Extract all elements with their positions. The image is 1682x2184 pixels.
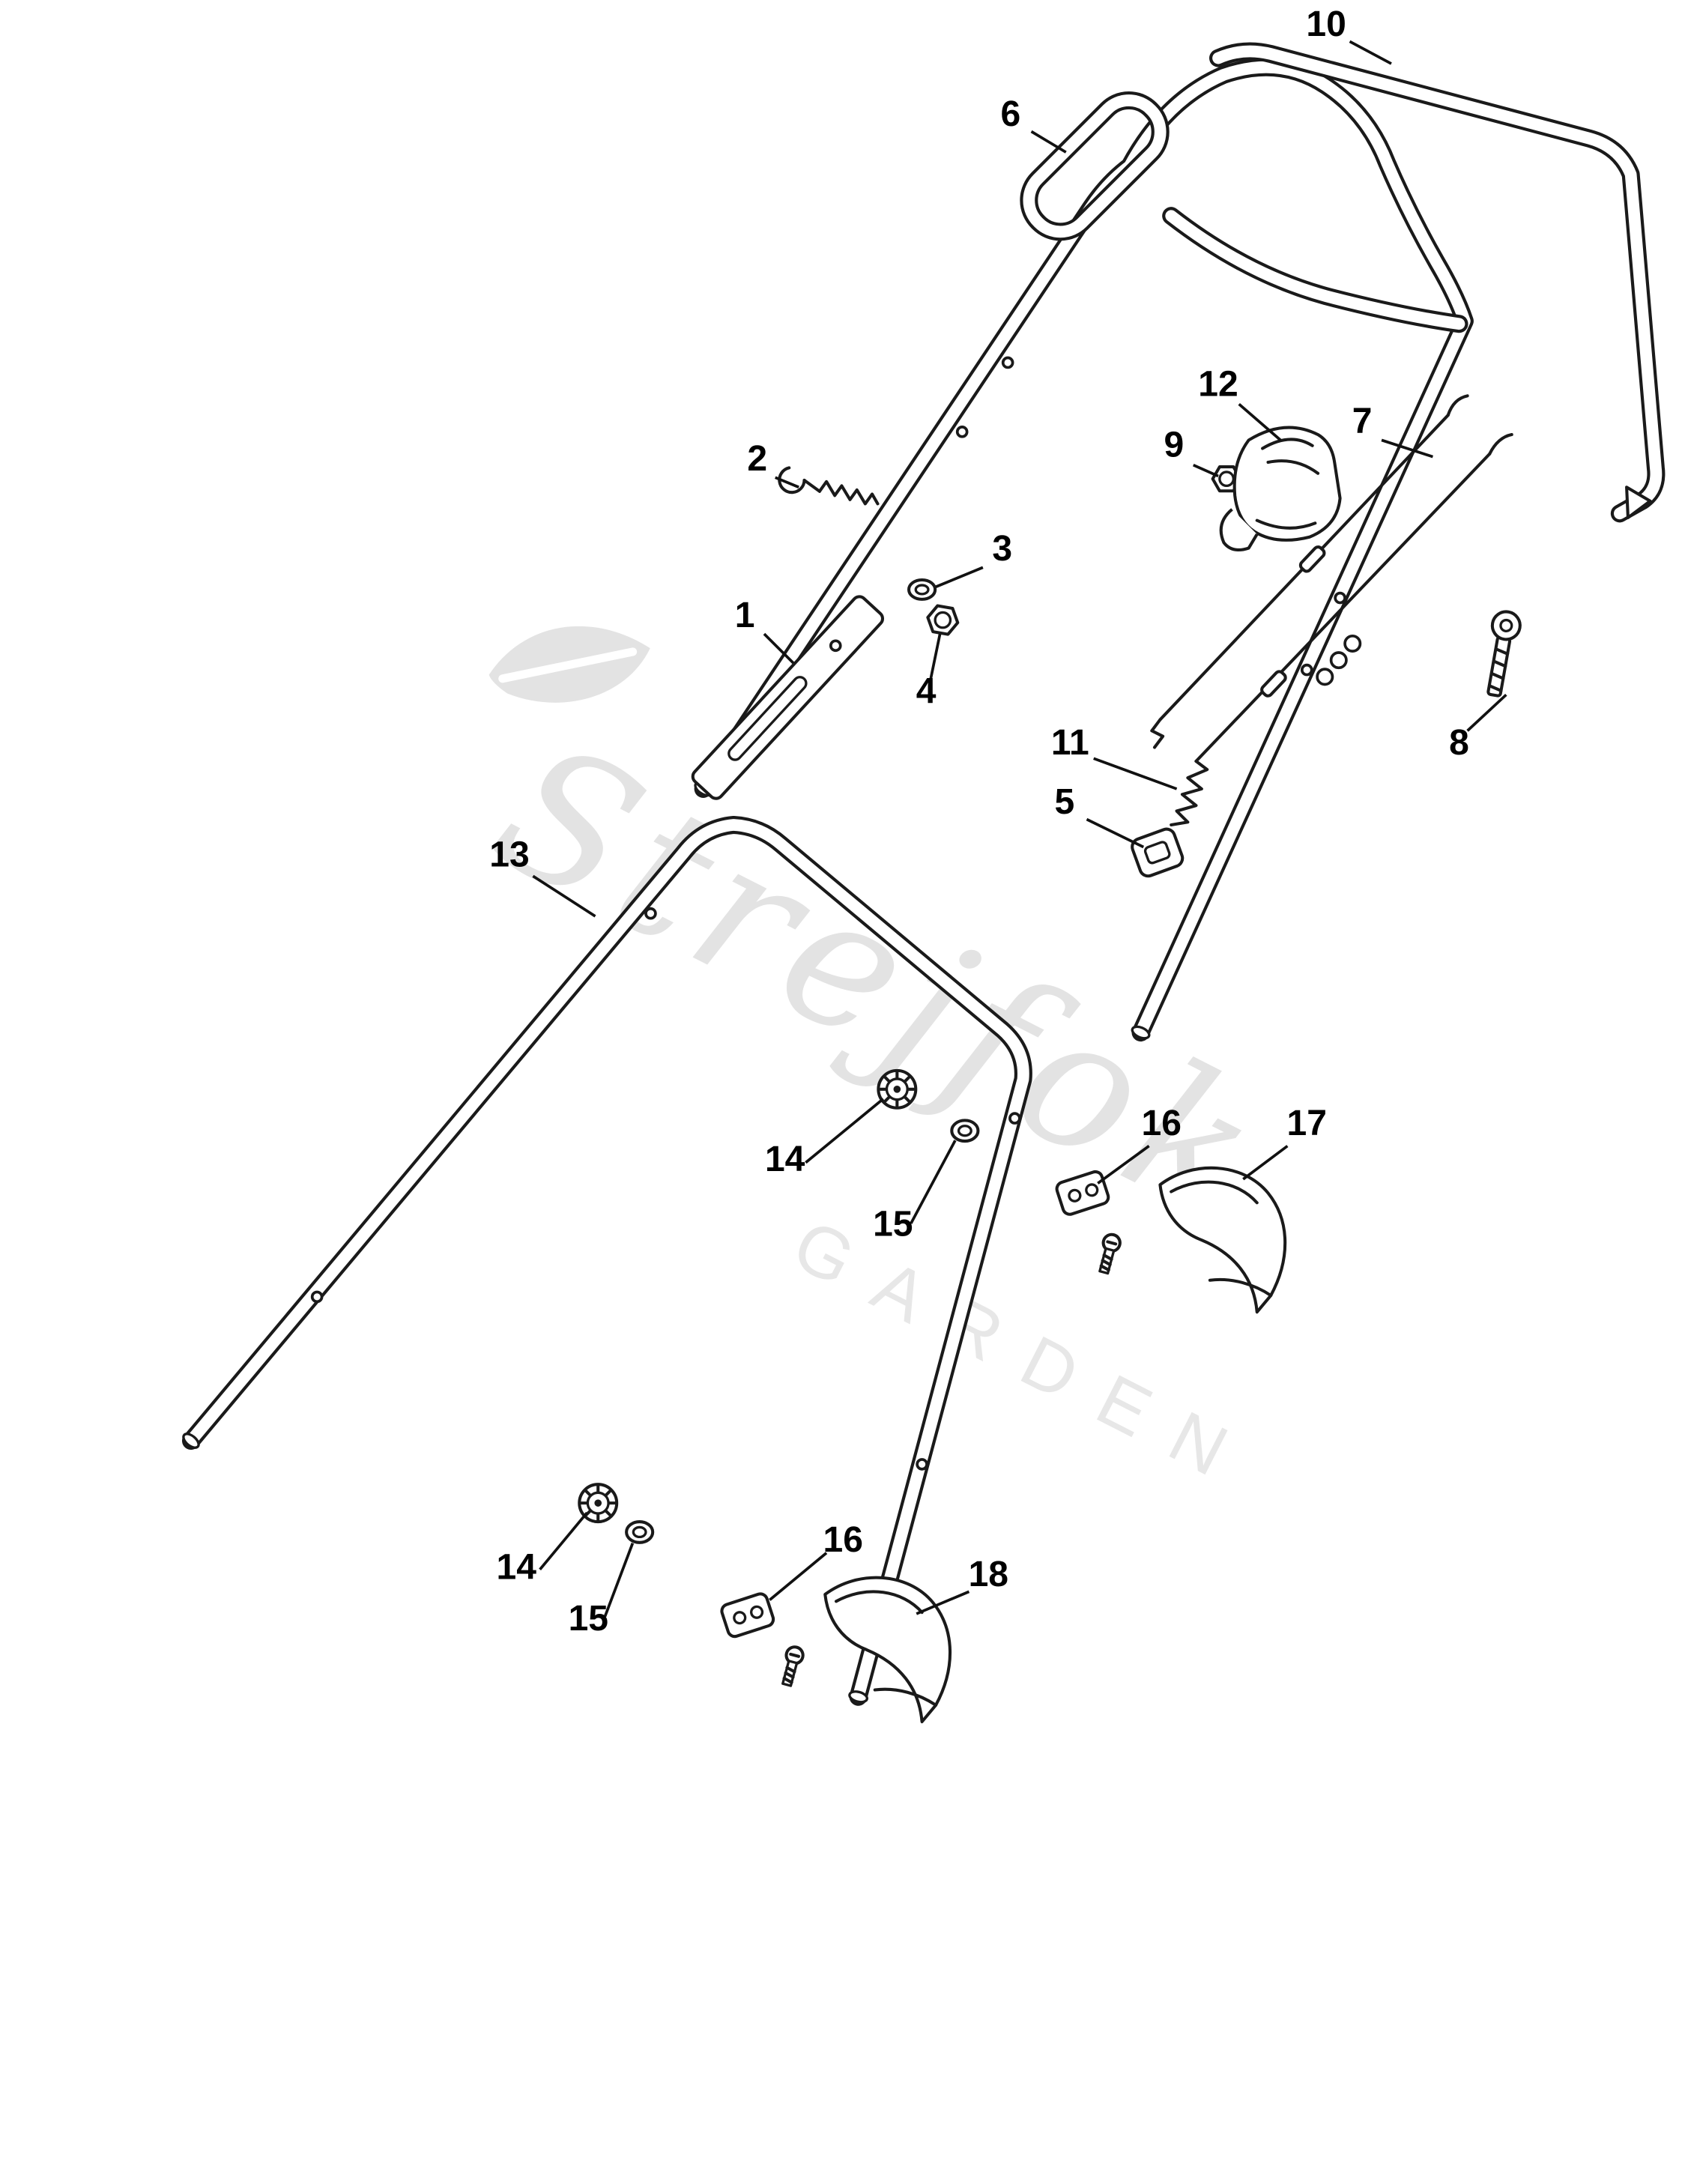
tube-end-cap	[848, 1690, 868, 1704]
guard-part18	[825, 1578, 950, 1722]
callout-14-lower: 14	[496, 1548, 536, 1588]
callout-18: 18	[969, 1555, 1008, 1594]
callout-1: 1	[735, 596, 755, 635]
handle-bar-part10	[1208, 42, 1666, 523]
cable-ring	[1343, 634, 1362, 653]
lower-handle-tube	[181, 815, 1032, 1706]
washer-part3	[907, 578, 937, 601]
tube-hole	[310, 1290, 324, 1304]
callout-2: 2	[747, 439, 767, 479]
callout-15-lower: 15	[569, 1599, 608, 1639]
callout-4: 4	[916, 671, 937, 711]
slotted-bracket-part1	[691, 595, 885, 800]
callout-15-upper: 15	[873, 1205, 913, 1244]
upper-handle-tube	[694, 58, 1474, 1042]
tube-hole	[644, 907, 657, 920]
callout-16-lower: 16	[823, 1520, 863, 1560]
flange-nut-part14-upper	[878, 1071, 916, 1108]
callout-8: 8	[1449, 723, 1469, 763]
callout-13: 13	[489, 835, 529, 874]
callout-11: 11	[1051, 723, 1089, 763]
callout-6: 6	[1000, 94, 1020, 134]
tube-hole	[1008, 1112, 1021, 1125]
cable-ring	[1329, 651, 1348, 670]
tube-hole	[1334, 591, 1346, 605]
loop-handle-part6	[1020, 91, 1170, 241]
spring-part11	[1170, 759, 1209, 827]
callout-9: 9	[1164, 426, 1185, 465]
throttle-control-part12	[1219, 426, 1342, 551]
clip-screw	[778, 1645, 805, 1687]
tube-hole	[916, 1458, 928, 1471]
tube-hole	[1300, 663, 1313, 677]
tube-hole	[1001, 356, 1014, 369]
callout-5: 5	[1055, 782, 1075, 822]
callout-12: 12	[1198, 364, 1238, 404]
clip-screw	[1096, 1232, 1122, 1274]
hook-spring-part2	[778, 466, 880, 506]
upper-handle-crossbar	[1162, 207, 1468, 333]
tube-end-cap	[182, 1433, 200, 1449]
callout-16-upper: 16	[1142, 1104, 1182, 1143]
bar-end-hook	[1625, 485, 1652, 519]
bolt-part8	[1486, 610, 1522, 698]
callout-7: 7	[1352, 402, 1373, 441]
control-cables-part7	[1150, 394, 1513, 763]
tube-hole	[955, 426, 969, 438]
washer-part15-upper	[952, 1120, 978, 1141]
callout-14-upper: 14	[765, 1140, 805, 1179]
callout-17: 17	[1287, 1104, 1327, 1143]
washer-part15-lower	[626, 1522, 653, 1543]
hex-nut-part4	[926, 604, 960, 636]
leader-lines	[532, 40, 1507, 1618]
clamp-part5	[1131, 827, 1185, 878]
tube-end-cap	[1131, 1025, 1151, 1040]
callouts: 10 6 12 9 7 2 3 1 4 8 11 5 13 16 17 14 1…	[489, 4, 1469, 1639]
cable-clip-part16-lower	[720, 1592, 775, 1639]
callout-3: 3	[992, 529, 1012, 569]
callout-10: 10	[1306, 4, 1346, 44]
cable-ring	[1316, 668, 1334, 686]
leaf-icon	[488, 626, 650, 703]
